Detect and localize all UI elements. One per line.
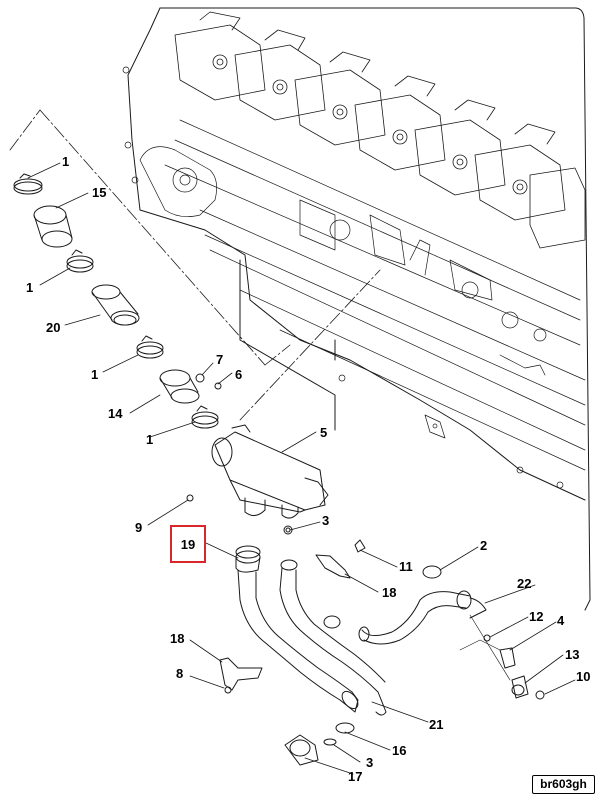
callout-18: 18 [382, 585, 397, 600]
highlighted-callout-19[interactable]: 19 [170, 525, 206, 563]
leader-lines [27, 162, 576, 775]
callout-14: 14 [108, 406, 123, 421]
callout-9: 9 [135, 520, 143, 535]
callout-11: 11 [399, 559, 413, 574]
callout-16: 16 [392, 743, 407, 758]
callout-6: 6 [235, 367, 243, 382]
bracket-left [219, 657, 263, 694]
callout-1: 1 [62, 154, 70, 169]
cooler-housing [186, 373, 329, 535]
callout-4: 4 [557, 613, 565, 628]
hose-assembly [235, 545, 387, 766]
callout-10: 10 [576, 669, 591, 684]
hose-stack [13, 173, 219, 429]
callout-7: 7 [216, 352, 224, 367]
callout-3: 3 [366, 755, 374, 770]
callout-19: 19 [180, 537, 196, 552]
callout-1: 1 [146, 432, 154, 447]
callout-1: 1 [26, 280, 34, 295]
callout-8: 8 [176, 666, 184, 681]
callout-18: 18 [170, 631, 185, 646]
callout-5: 5 [320, 425, 328, 440]
callout-20: 20 [46, 320, 61, 335]
figure-reference-label: br603gh [532, 775, 595, 794]
callout-12: 12 [529, 609, 544, 624]
callout-13: 13 [565, 647, 580, 662]
callout-22: 22 [517, 576, 532, 591]
callout-1: 1 [91, 367, 99, 382]
callout-3: 3 [322, 513, 330, 528]
engine-block [9, 7, 591, 611]
callout-17: 17 [348, 769, 363, 784]
callout-15: 15 [92, 185, 107, 200]
callout-2: 2 [480, 538, 488, 553]
right-pipe-assembly [315, 539, 545, 700]
callout-21: 21 [429, 717, 444, 732]
